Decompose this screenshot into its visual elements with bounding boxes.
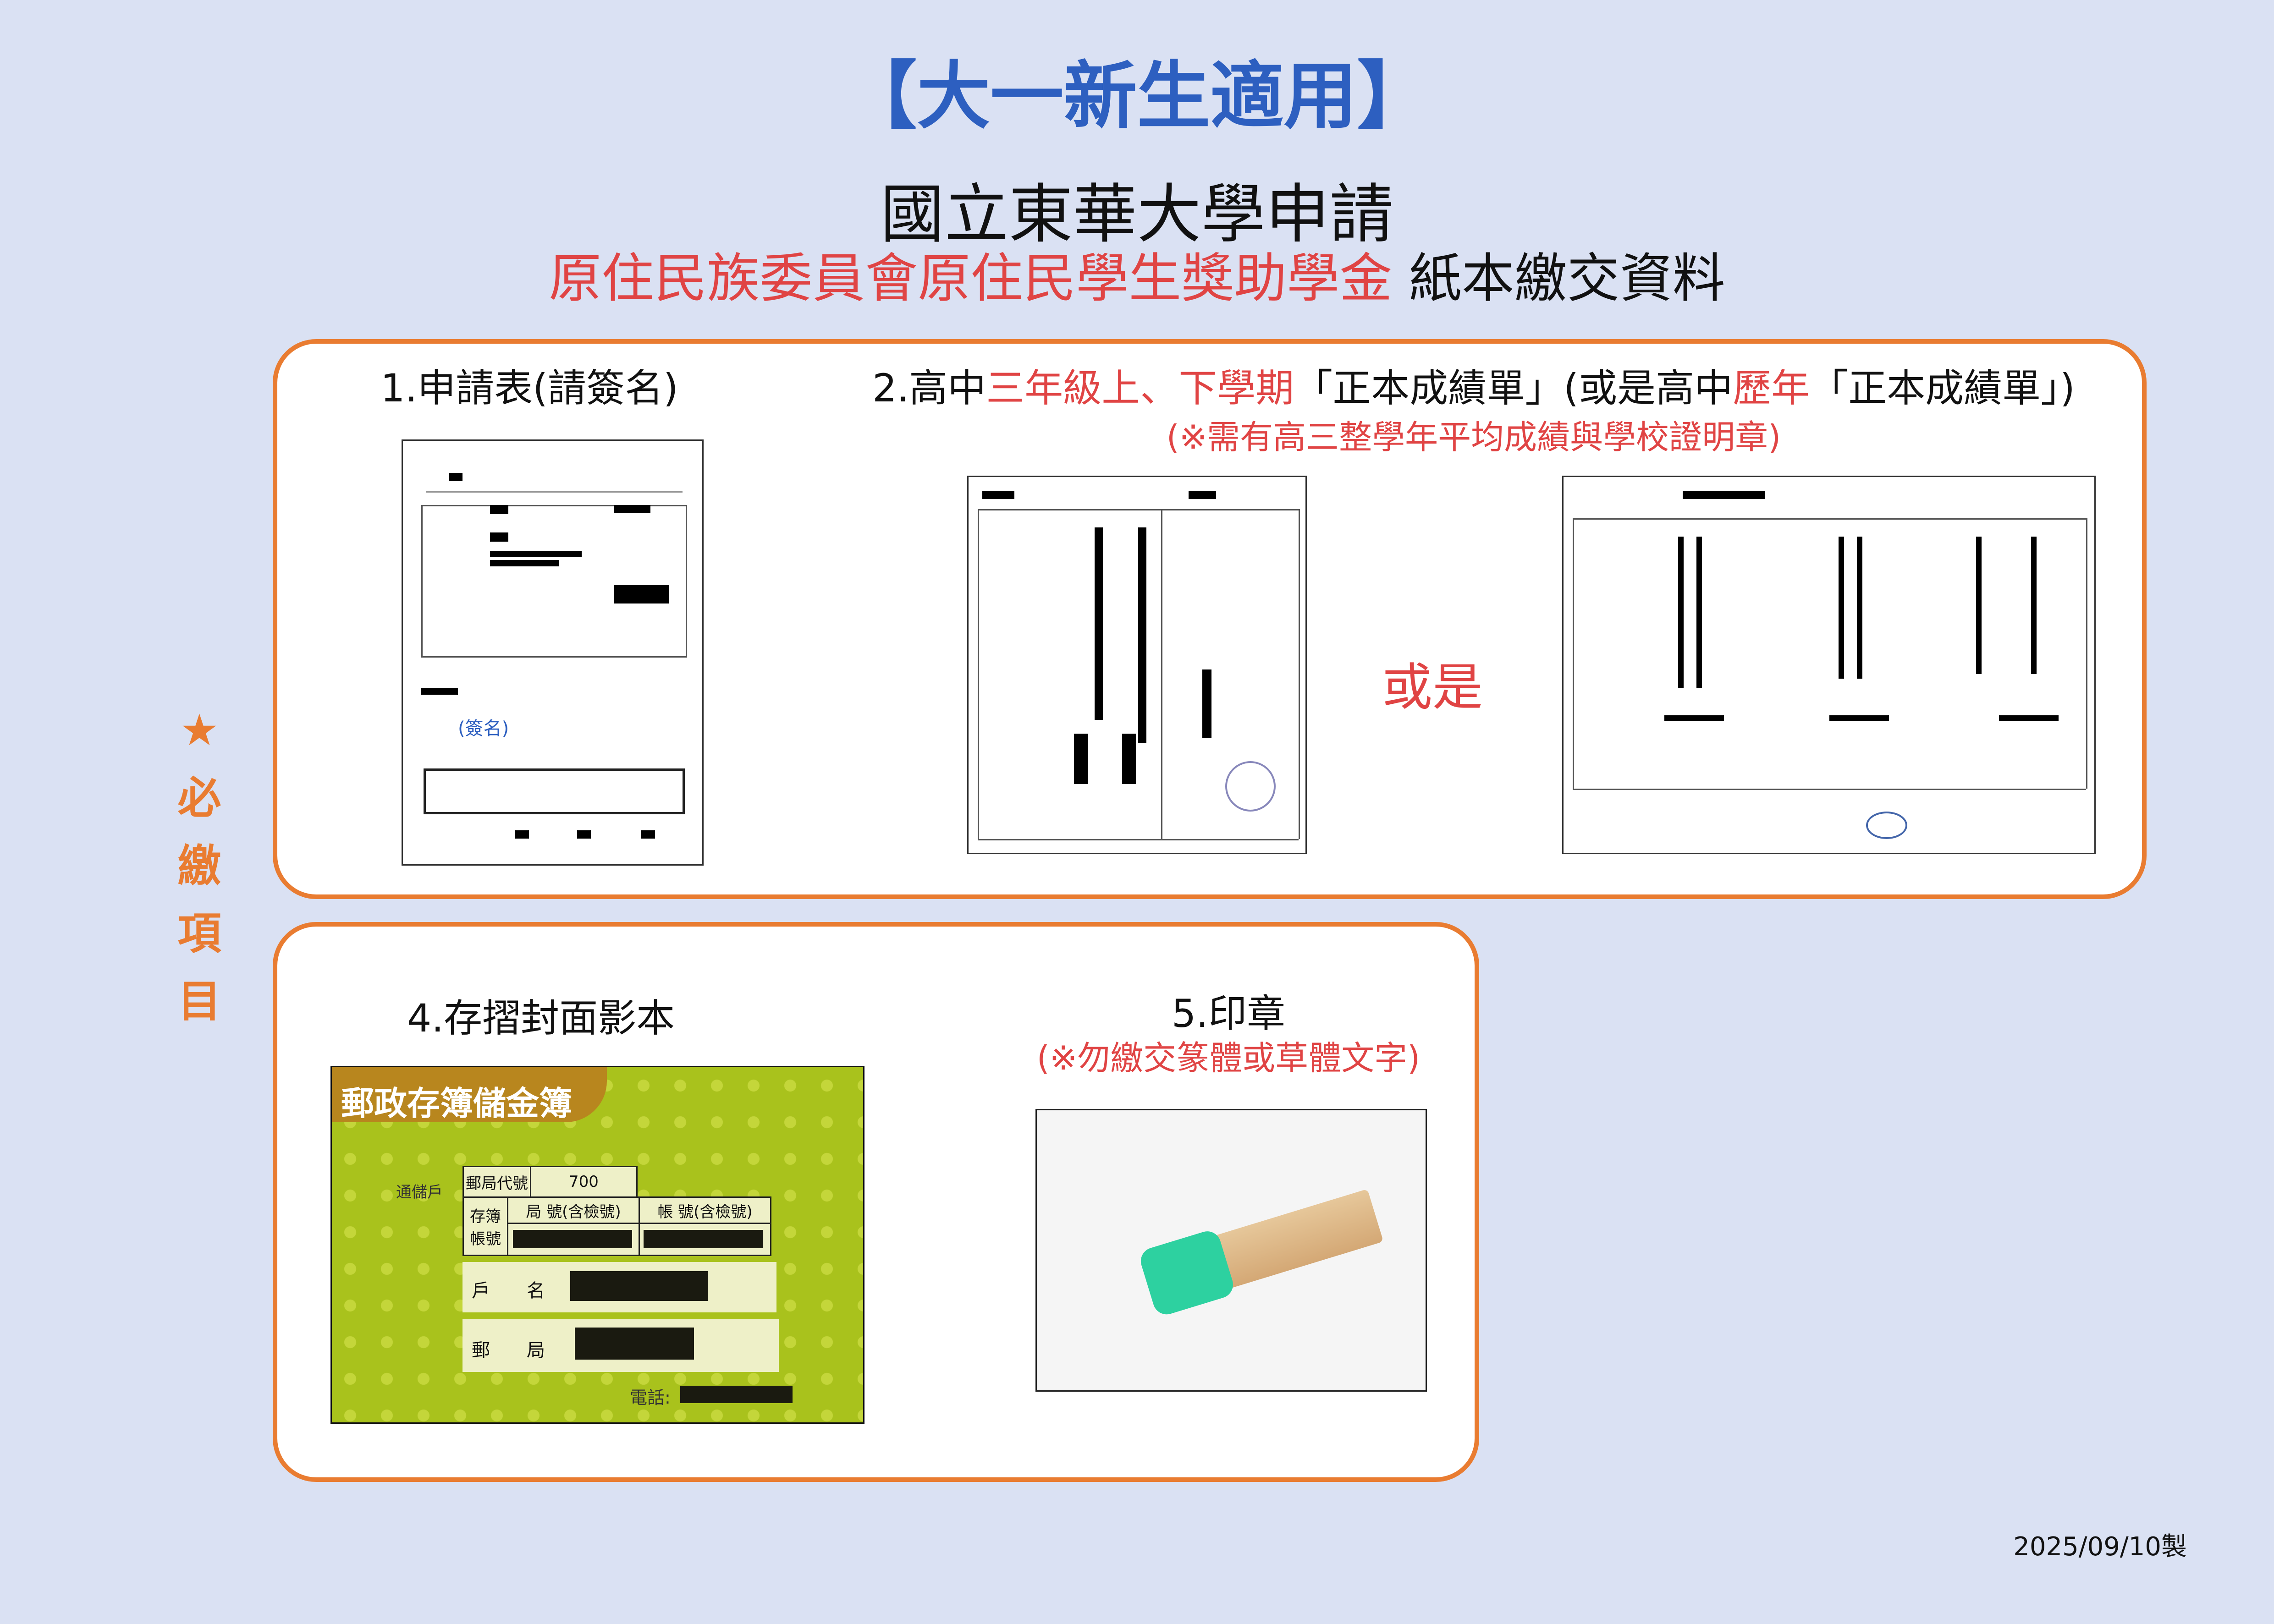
item2-highlight: 歷年: [1733, 366, 1810, 411]
branch-no-label: 局 號(含檢號): [507, 1196, 640, 1224]
account-label: 存簿: [470, 1207, 501, 1226]
scholarship-name: 原住民族委員會原住民學生獎助學金: [549, 248, 1393, 309]
item2-label: 2.高中三年級上、下學期「正本成績單」(或是高中歷年「正本成績單」): [825, 357, 2122, 413]
or-separator: 或是: [1382, 658, 1483, 717]
required-char: 繳: [177, 841, 221, 891]
transcript-semester-image: [967, 476, 1307, 854]
item2-text: 「正本成績單」): [1810, 366, 2075, 411]
application-form-image: (簽名): [402, 439, 704, 866]
signature-placeholder: (簽名): [458, 718, 509, 739]
date-stamp: 2025/09/10製: [2013, 1532, 2187, 1562]
page-subtitle: 原住民族委員會原住民學生獎助學金 紙本繳交資料: [0, 236, 2274, 312]
subtitle-suffix: 紙本繳交資料: [1392, 248, 1725, 309]
item4-label: 4.存摺封面影本: [407, 996, 675, 1041]
office-code: 700: [530, 1166, 638, 1198]
seal-photo: [1035, 1109, 1427, 1392]
item2-text: 2.高中: [872, 366, 986, 411]
required-char: 必: [177, 773, 221, 823]
passbook-type: 通儲戶: [396, 1183, 443, 1202]
item2-text: 「正本成績單」(或是高中: [1294, 366, 1733, 411]
required-char: 項: [177, 909, 221, 959]
item1-label: 1.申請表(請簽名): [380, 366, 678, 411]
passbook-title: 郵政存簿儲金簿: [341, 1084, 573, 1123]
phone-label: 電話:: [630, 1388, 671, 1408]
account-label: 帳號: [470, 1230, 501, 1248]
account-no-label: 帳 號(含檢號): [639, 1196, 771, 1224]
required-items-label: ★ 必 繳 項 目: [174, 697, 225, 1036]
star-icon: ★: [180, 705, 219, 756]
seal-icon: [1137, 1182, 1385, 1318]
item5-label: 5.印章: [1171, 991, 1286, 1036]
office-code-label: 郵局代號: [463, 1166, 531, 1198]
item2-highlight: 三年級上、下學期: [986, 366, 1294, 411]
item2-note: (※需有高三整學年平均成績與學校證明章): [1166, 418, 1781, 456]
transcript-cumulative-image: [1562, 476, 2096, 854]
audience-badge: 【大一新生適用】: [843, 53, 1431, 139]
required-char: 目: [177, 977, 221, 1027]
passbook-cover-image: 郵政存簿儲金簿 通儲戶 郵局代號 700 存簿帳號 局 號(含檢號) 帳 號(含…: [330, 1066, 864, 1424]
page-title: 國立東華大學申請: [880, 177, 1394, 252]
item5-note: (※勿繳交篆體或草體文字): [1036, 1039, 1421, 1077]
